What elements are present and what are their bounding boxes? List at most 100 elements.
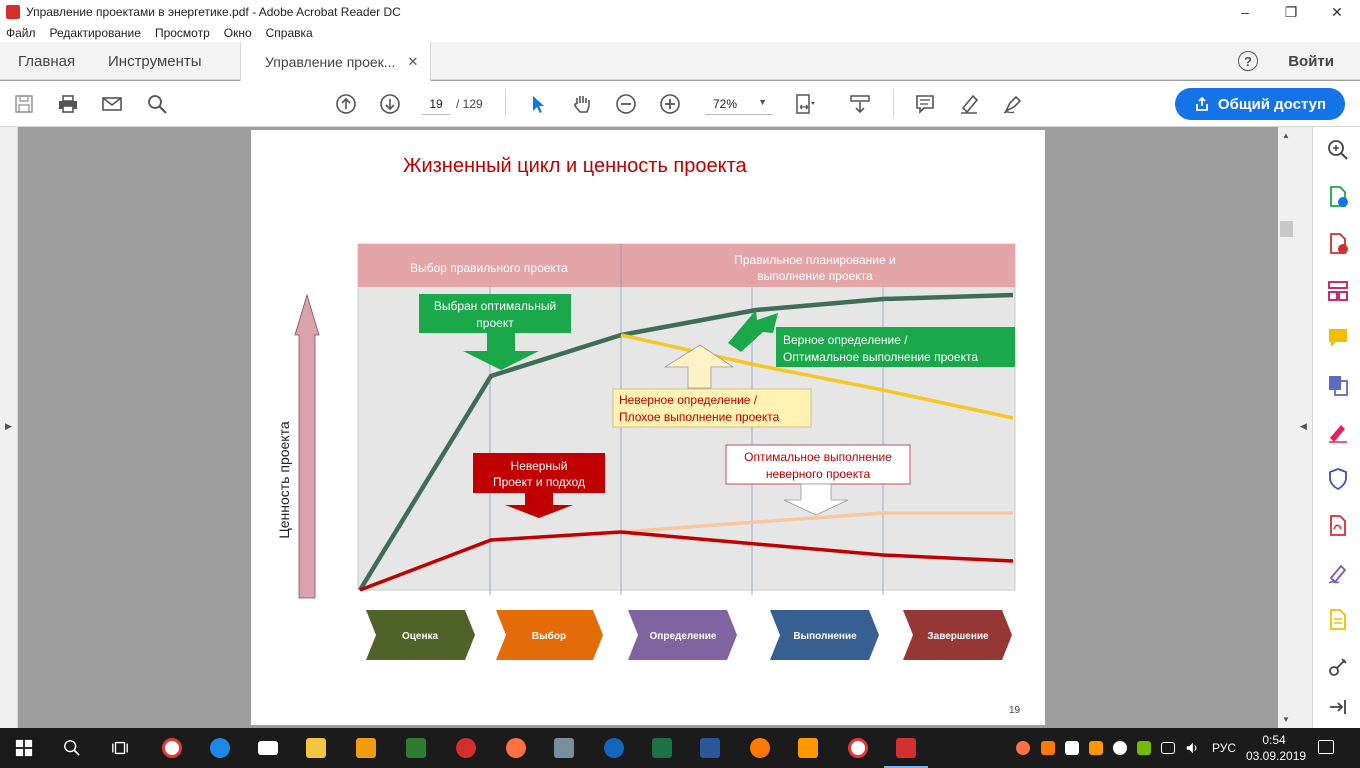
yandex-icon[interactable] [846, 736, 870, 760]
avast-icon[interactable] [748, 736, 772, 760]
search-icon[interactable] [145, 92, 169, 116]
fill-sign-icon[interactable] [1325, 560, 1351, 586]
terminal-app-icon[interactable] [552, 736, 576, 760]
scroll-up-icon[interactable]: ▲ [1282, 131, 1290, 140]
tab-home[interactable]: Главная [18, 52, 76, 70]
tray-app-icon[interactable] [1015, 736, 1031, 760]
menu-file[interactable]: Файл [6, 26, 36, 40]
stage-label: Завершение [927, 631, 989, 642]
language-indicator[interactable]: РУС [1212, 741, 1237, 755]
zoom-select[interactable]: 72% ▼ [705, 93, 773, 115]
acrobat-taskbar-icon[interactable] [884, 736, 928, 768]
organize-pages-icon[interactable] [1325, 278, 1351, 304]
header-right-text-2: выполнение проекта [757, 269, 873, 283]
word-icon[interactable] [698, 736, 722, 760]
more-tools-icon[interactable] [1325, 654, 1351, 680]
help-icon[interactable]: ? [1238, 51, 1258, 71]
stage-chevron [628, 610, 737, 660]
menu-window[interactable]: Окно [223, 26, 252, 40]
correct-definition-box [776, 327, 1015, 367]
edge-browser-icon[interactable] [208, 736, 232, 760]
menu-help[interactable]: Справка [265, 26, 313, 40]
nvidia-icon[interactable] [1136, 736, 1152, 760]
poor-execution-text-1: Неверное определение / [619, 393, 758, 407]
left-panel-toggle[interactable]: ▶ [0, 127, 18, 728]
protect-icon[interactable] [1325, 466, 1351, 492]
create-pdf-icon[interactable] [1325, 231, 1351, 257]
vpn-lock-icon[interactable] [796, 736, 820, 760]
header-right-text-1: Правильное планирование и [734, 253, 895, 267]
zoom-search-icon[interactable] [1325, 137, 1351, 163]
media-player-icon[interactable] [354, 736, 378, 760]
signin-button[interactable]: Войти [1288, 53, 1334, 70]
select-cursor-icon[interactable] [526, 92, 550, 116]
sign-icon[interactable] [1001, 92, 1025, 116]
network-users-icon[interactable] [602, 736, 626, 760]
fit-page-icon[interactable] [793, 92, 817, 116]
highlight-pen-icon[interactable] [957, 92, 981, 116]
menu-edit[interactable]: Редактирование [49, 26, 141, 40]
wrong-project-optimal-curve [620, 511, 1013, 534]
menu-view[interactable]: Просмотр [154, 26, 210, 40]
page-total: / 129 [456, 97, 483, 111]
scrollbar-thumb[interactable] [1280, 221, 1293, 237]
mail-icon[interactable] [256, 736, 280, 760]
excel-icon[interactable] [650, 736, 674, 760]
windows-start-icon[interactable] [12, 736, 36, 760]
dropbox-icon[interactable] [1064, 736, 1080, 760]
notification-icon[interactable] [1318, 740, 1334, 754]
menu-bar: Файл Редактирование Просмотр Окно Справк… [0, 24, 1360, 42]
email-icon[interactable] [100, 92, 124, 116]
save-icon[interactable] [12, 92, 36, 116]
search-taskbar-icon[interactable] [60, 736, 84, 760]
calendar-app-icon[interactable] [404, 736, 428, 760]
red-app-icon[interactable] [454, 736, 478, 760]
share-button[interactable]: Общий доступ [1175, 88, 1345, 120]
paint-app-icon[interactable] [504, 736, 528, 760]
network-icon[interactable] [1160, 736, 1176, 760]
send-review-icon[interactable] [1325, 607, 1351, 633]
poor-execution-text-2: Плохое выполнение проекта [619, 410, 780, 424]
zoom-in-icon[interactable] [658, 92, 682, 116]
scroll-mode-icon[interactable] [848, 92, 872, 116]
page-up-icon[interactable] [334, 92, 358, 116]
tray-orange-icon[interactable] [1088, 736, 1104, 760]
edit-pdf-icon[interactable] [1325, 419, 1351, 445]
hand-tool-icon[interactable] [570, 92, 594, 116]
export-pdf-icon[interactable] [1325, 184, 1351, 210]
title-bar: Управление проектами в энергетике.pdf - … [0, 0, 1360, 24]
header-left-text: Выбор правильного проекта [410, 261, 568, 275]
comment-tool-icon[interactable] [1325, 325, 1351, 351]
volume-icon[interactable] [1184, 736, 1200, 760]
lifecycle-diagram: Выбор правильного проекта Правильное пла… [276, 243, 1016, 660]
zoom-value: 72% [713, 96, 738, 111]
down-arrow-green-icon [463, 333, 539, 370]
print-icon[interactable] [56, 92, 80, 116]
page-number-input[interactable]: 19 [422, 93, 450, 115]
yandex-browser-icon[interactable] [160, 736, 184, 760]
vertical-scrollbar[interactable]: ▲ ▼ [1278, 127, 1295, 728]
zoom-out-icon[interactable] [614, 92, 638, 116]
right-panel-toggle[interactable]: ◀ [1295, 127, 1312, 728]
pdf-document-icon[interactable] [1325, 513, 1351, 539]
page-down-icon[interactable] [378, 92, 402, 116]
close-button[interactable]: ✕ [1331, 3, 1343, 20]
shield-icon[interactable] [1112, 736, 1128, 760]
tab-tools[interactable]: Инструменты [108, 52, 202, 70]
tab-close-icon[interactable]: ✕ [407, 53, 419, 69]
collapse-panel-icon[interactable] [1325, 694, 1351, 720]
down-arrow-red-icon [505, 493, 573, 518]
clock[interactable]: 0:54 03.09.2019 [1246, 732, 1306, 764]
stage-chevron [496, 610, 603, 660]
maximize-button[interactable]: ❐ [1284, 3, 1298, 20]
scroll-down-icon[interactable]: ▼ [1282, 715, 1290, 724]
combine-files-icon[interactable] [1325, 372, 1351, 398]
stage-label: Определение [650, 631, 717, 642]
file-explorer-icon[interactable] [304, 736, 328, 760]
tab-document[interactable]: Управление проек... ✕ [240, 42, 432, 81]
tab-document-label: Управление проек... [265, 53, 396, 70]
comment-icon[interactable] [913, 92, 937, 116]
task-view-icon[interactable] [108, 736, 132, 760]
tray-avast-icon[interactable] [1040, 736, 1056, 760]
minimize-button[interactable]: – [1241, 4, 1249, 20]
